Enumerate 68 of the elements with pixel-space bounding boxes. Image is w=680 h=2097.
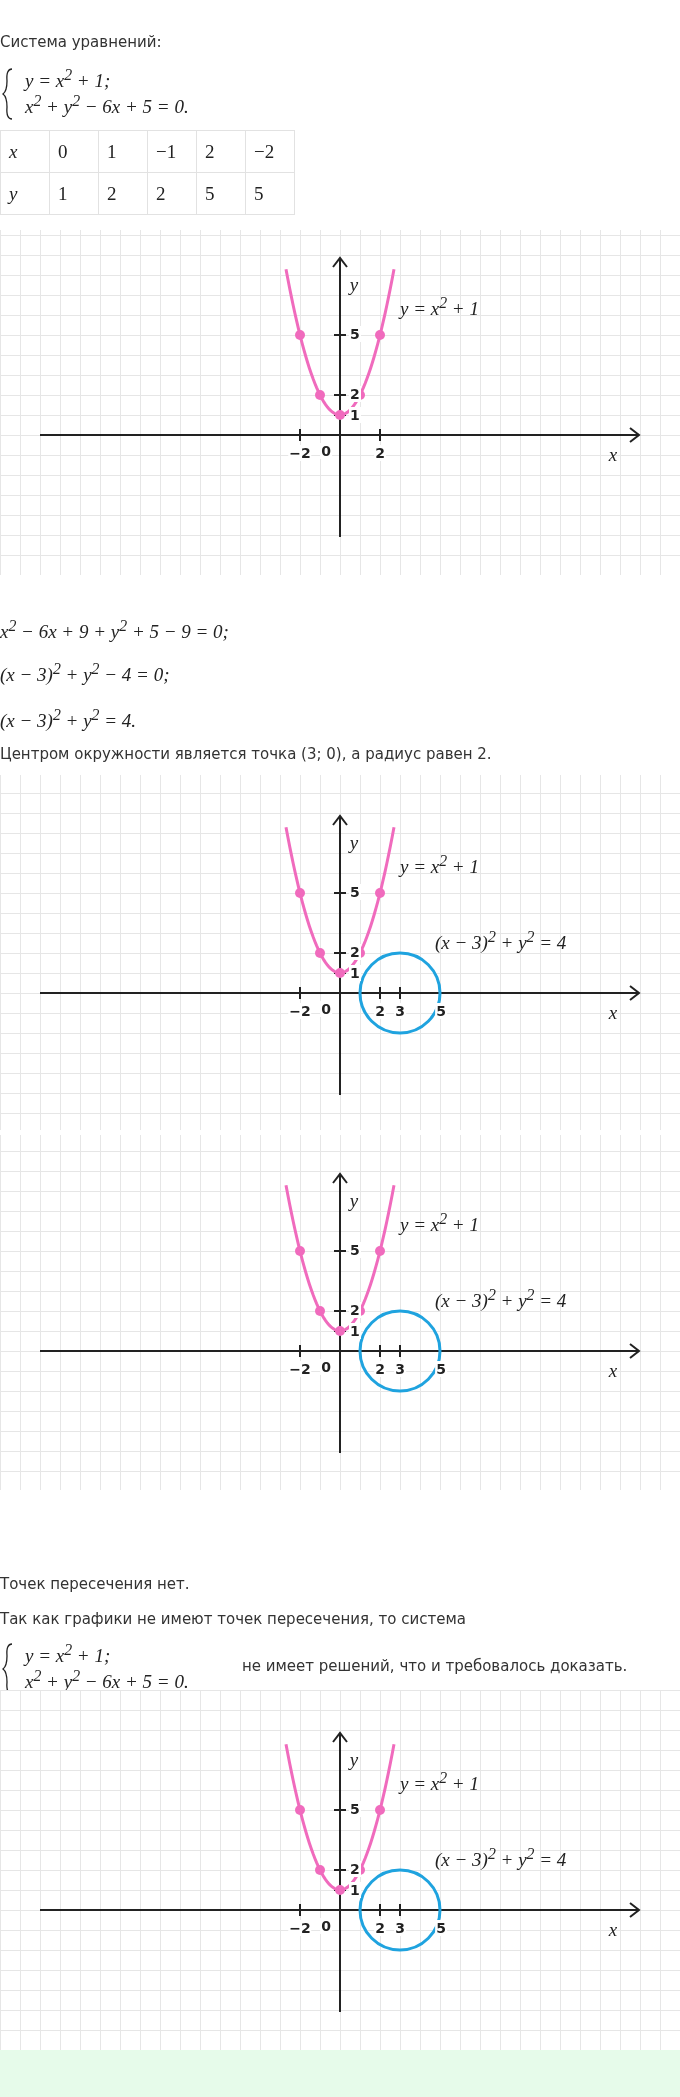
paragraph-text: Так как графики не имеют точек пересечения, то система bbox=[0, 1610, 466, 1628]
tick-label: 0 bbox=[320, 1001, 332, 1017]
table-cell: 5 bbox=[245, 172, 295, 215]
equation: (x − 3)$^{2}$ + y$^{2}$ = 4. bbox=[0, 706, 137, 733]
tick-label: 0 bbox=[320, 1918, 332, 1934]
table-cell: x bbox=[0, 130, 50, 173]
equation: y = x$^{2}$ + 1; bbox=[25, 1641, 111, 1668]
tick-label: 5 bbox=[349, 1801, 361, 1817]
tick-label: 2 bbox=[349, 1861, 361, 1877]
tick-label: 1 bbox=[349, 1323, 361, 1339]
tick-label: 5 bbox=[349, 1242, 361, 1258]
table-cell: 1 bbox=[98, 130, 148, 173]
equation: x$^{2}$ + y$^{2}$ − 6x + 5 = 0. bbox=[25, 92, 189, 119]
table-cell: 1 bbox=[49, 172, 99, 215]
tick-label: 2 bbox=[374, 1361, 386, 1377]
curve-label: (x − 3)$^{2}$ + y$^{2}$ = 4 bbox=[435, 1845, 567, 1872]
tick-label: −2 bbox=[288, 445, 312, 461]
table-cell: 2 bbox=[98, 172, 148, 215]
equation: y = x$^{2}$ + 1; bbox=[25, 66, 111, 93]
table-cell: y bbox=[0, 172, 50, 215]
table-cell: −1 bbox=[147, 130, 197, 173]
tick-label: 2 bbox=[349, 386, 361, 402]
paragraph-text: Система уравнений: bbox=[0, 33, 162, 51]
tick-label: 2 bbox=[374, 1003, 386, 1019]
axis-label: x bbox=[608, 1919, 618, 1941]
curve-label: y = x$^{2}$ + 1 bbox=[400, 1769, 479, 1796]
axis-label: y bbox=[349, 1190, 359, 1212]
curve-label: (x − 3)$^{2}$ + y$^{2}$ = 4 bbox=[435, 928, 567, 955]
table-cell: 5 bbox=[196, 172, 246, 215]
curve-label: (x − 3)$^{2}$ + y$^{2}$ = 4 bbox=[435, 1286, 567, 1313]
tick-label: 5 bbox=[435, 1361, 447, 1377]
axis-label: y bbox=[349, 274, 359, 296]
tick-label: −2 bbox=[288, 1361, 312, 1377]
table-cell: 2 bbox=[147, 172, 197, 215]
tick-label: 1 bbox=[349, 407, 361, 423]
tick-label: 5 bbox=[349, 884, 361, 900]
axis-label: y bbox=[349, 1749, 359, 1771]
tick-label: 3 bbox=[394, 1920, 406, 1936]
tick-label: 5 bbox=[435, 1003, 447, 1019]
tick-label: 3 bbox=[394, 1003, 406, 1019]
paragraph-text: не имеет решений, что и требовалось доказать. bbox=[242, 1657, 628, 1675]
axis-label: y bbox=[349, 832, 359, 854]
table-cell: −2 bbox=[245, 130, 295, 173]
table-cell: 0 bbox=[49, 130, 99, 173]
tick-label: 2 bbox=[374, 1920, 386, 1936]
axis-label: x bbox=[608, 1002, 618, 1024]
tick-label: 3 bbox=[394, 1361, 406, 1377]
equation: (x − 3)$^{2}$ + y$^{2}$ − 4 = 0; bbox=[0, 660, 170, 687]
curve-label: y = x$^{2}$ + 1 bbox=[400, 852, 479, 879]
curve-label: y = x$^{2}$ + 1 bbox=[400, 1210, 479, 1237]
tick-label: −2 bbox=[288, 1920, 312, 1936]
table-cell: 2 bbox=[196, 130, 246, 173]
tick-label: 1 bbox=[349, 965, 361, 981]
tick-label: 2 bbox=[349, 1302, 361, 1318]
equation: x$^{2}$ − 6x + 9 + y$^{2}$ + 5 − 9 = 0; bbox=[0, 617, 229, 644]
axis-label: x bbox=[608, 444, 618, 466]
tick-label: 5 bbox=[435, 1920, 447, 1936]
tick-label: −2 bbox=[288, 1003, 312, 1019]
tick-label: 0 bbox=[320, 1359, 332, 1375]
curve-label: y = x$^{2}$ + 1 bbox=[400, 294, 479, 321]
tick-label: 5 bbox=[349, 326, 361, 342]
tick-label: 1 bbox=[349, 1882, 361, 1898]
paragraph-text: Точек пересечения нет. bbox=[0, 1575, 190, 1593]
tick-label: 2 bbox=[374, 445, 386, 461]
tick-label: 2 bbox=[349, 944, 361, 960]
paragraph-text: Центром окружности является точка (3; 0), а радиус равен 2. bbox=[0, 745, 492, 763]
axis-label: x bbox=[608, 1360, 618, 1382]
tick-label: 0 bbox=[320, 443, 332, 459]
